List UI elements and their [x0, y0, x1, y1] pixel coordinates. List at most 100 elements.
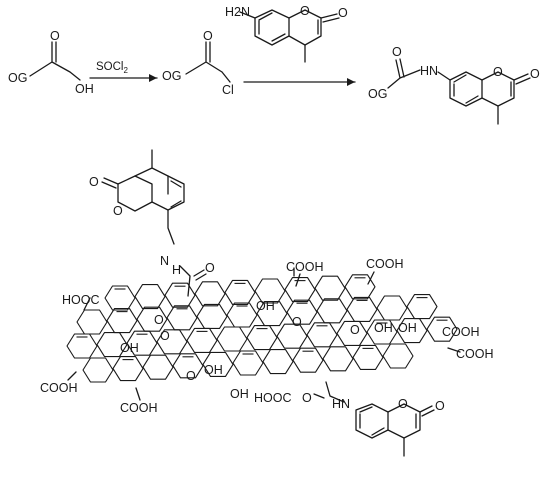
- graphene-ring: [376, 295, 408, 321]
- graphene-ring: [126, 330, 158, 356]
- acyl-cl-label: Cl: [222, 83, 234, 97]
- reagent-nh2-label: H2N: [225, 5, 250, 19]
- reagent-socl2-label: SOCl2: [96, 61, 128, 75]
- graphene-ring: [224, 279, 256, 305]
- graphene-ring: [336, 320, 368, 346]
- hooc-label-2: HOOC: [254, 391, 292, 405]
- cooh-label-2: COOH: [366, 257, 404, 271]
- graphene-oxide-sheet: O O N H O O HN O O COOH COOH: [40, 149, 494, 457]
- graphene-ring: [82, 357, 114, 383]
- graphene-ring: [96, 332, 128, 358]
- acyl-chloride: OG O Cl: [162, 29, 234, 97]
- aminocoumarin-reagent: H2N O O: [225, 4, 348, 63]
- reagent-carbonyl-o-label: O: [338, 6, 348, 20]
- acyl-og-label: OG: [162, 69, 181, 83]
- graphene-ring: [426, 316, 458, 342]
- bottom-coumarin-ring-o: O: [398, 397, 408, 411]
- graphene-ring: [156, 329, 188, 355]
- oh-label-2: OH: [120, 341, 139, 355]
- graphene-ring: [346, 296, 378, 322]
- cooh-label-1: COOH: [286, 260, 324, 274]
- epoxide-groups: O O O O O: [154, 313, 360, 383]
- bottom-amide-o: O: [302, 391, 312, 405]
- bottom-coumarin: O O: [355, 397, 445, 457]
- graphene-ring: [172, 353, 204, 379]
- top-amide-n: N: [160, 254, 169, 268]
- cooh-label-4: COOH: [40, 381, 78, 395]
- graphene-ring: [292, 347, 324, 373]
- graphene-ring: [284, 277, 316, 303]
- graphene-ring: [306, 322, 338, 348]
- graphene-ring: [166, 305, 198, 331]
- graphene-ring: [232, 350, 264, 376]
- graphene-ring: [134, 284, 166, 310]
- graphene-ring: [202, 351, 234, 377]
- graphene-ring: [194, 281, 226, 307]
- graphene-ring: [344, 274, 376, 300]
- epoxide-o-3: O: [350, 323, 360, 337]
- reagent-ring-o-label: O: [300, 4, 310, 18]
- oh-label-1: OH: [256, 299, 275, 313]
- product-hn-label: HN: [420, 64, 438, 78]
- top-amide-h: H: [172, 263, 181, 277]
- graphene-ring: [216, 326, 248, 352]
- graphene-ring: [254, 278, 286, 304]
- cooh-label-5: COOH: [120, 401, 158, 415]
- graphene-ring: [112, 356, 144, 382]
- reactant-oh-label: OH: [75, 82, 94, 96]
- graphene-ring: [76, 309, 108, 335]
- product-carbonyl-o-label: O: [530, 67, 540, 81]
- epoxide-o-5: O: [160, 329, 170, 343]
- graphene-ring: [142, 354, 174, 380]
- top-coumarin-ring-o: O: [113, 204, 123, 218]
- product-ring-o-label: O: [493, 65, 503, 79]
- graphene-ring: [352, 344, 384, 370]
- graphene-ring: [366, 319, 398, 345]
- epoxide-o-2: O: [292, 315, 302, 329]
- oh-label-6: OH: [204, 363, 223, 377]
- graphene-ring: [164, 282, 196, 308]
- reactant-o-label: O: [50, 29, 60, 43]
- oh-label-4: OH: [398, 321, 417, 335]
- reactant-carboxylic-acid: OG O OH: [8, 29, 94, 96]
- reaction-arrow-2: [243, 78, 356, 86]
- top-coumarin-carbonyl-o: O: [89, 175, 99, 189]
- graphene-ring: [186, 327, 218, 353]
- cooh-groups: COOH COOH HOOC COOH COOH COOH COOH HOOC: [40, 257, 494, 415]
- product-o-label: O: [392, 45, 402, 59]
- bottom-coumarin-carbonyl-o: O: [435, 399, 445, 413]
- graphene-ring: [322, 346, 354, 372]
- graphene-ring: [406, 294, 438, 320]
- top-amide-linker: N H O: [160, 254, 215, 297]
- graphene-ring: [276, 323, 308, 349]
- product-og-label: OG: [368, 87, 387, 101]
- graphene-ring: [226, 302, 258, 328]
- reaction-arrow-1: SOCl2: [89, 61, 158, 82]
- graphene-ring: [196, 303, 228, 329]
- cooh-label-6: COOH: [442, 325, 480, 339]
- cooh-label-3: COOH: [456, 347, 494, 361]
- bottom-amide-hn: HN: [332, 397, 350, 411]
- graphene-ring: [246, 325, 278, 351]
- graphene-ring: [262, 349, 294, 375]
- top-coumarin: O O: [89, 149, 185, 245]
- hooc-label-1: HOOC: [62, 293, 100, 307]
- graphene-ring: [106, 308, 138, 334]
- graphene-ring: [314, 275, 346, 301]
- graphene-ring: [382, 343, 414, 369]
- oh-label-3: OH: [374, 321, 393, 335]
- coumarin-amide-product: OG O HN O O: [368, 45, 540, 125]
- graphene-ring: [396, 318, 428, 344]
- epoxide-o-4: O: [186, 369, 196, 383]
- bottom-amide-linker: O HN: [302, 381, 350, 411]
- oh-groups: OH OH OH OH OH OH: [120, 299, 417, 401]
- acyl-o-label: O: [203, 29, 213, 43]
- reactant-og-label: OG: [8, 71, 27, 85]
- epoxide-o-1: O: [154, 313, 164, 327]
- top-amide-o: O: [205, 261, 215, 275]
- graphene-ring: [104, 285, 136, 311]
- oh-label-5: OH: [230, 387, 249, 401]
- graphene-ring: [316, 298, 348, 324]
- graphene-ring: [66, 333, 98, 359]
